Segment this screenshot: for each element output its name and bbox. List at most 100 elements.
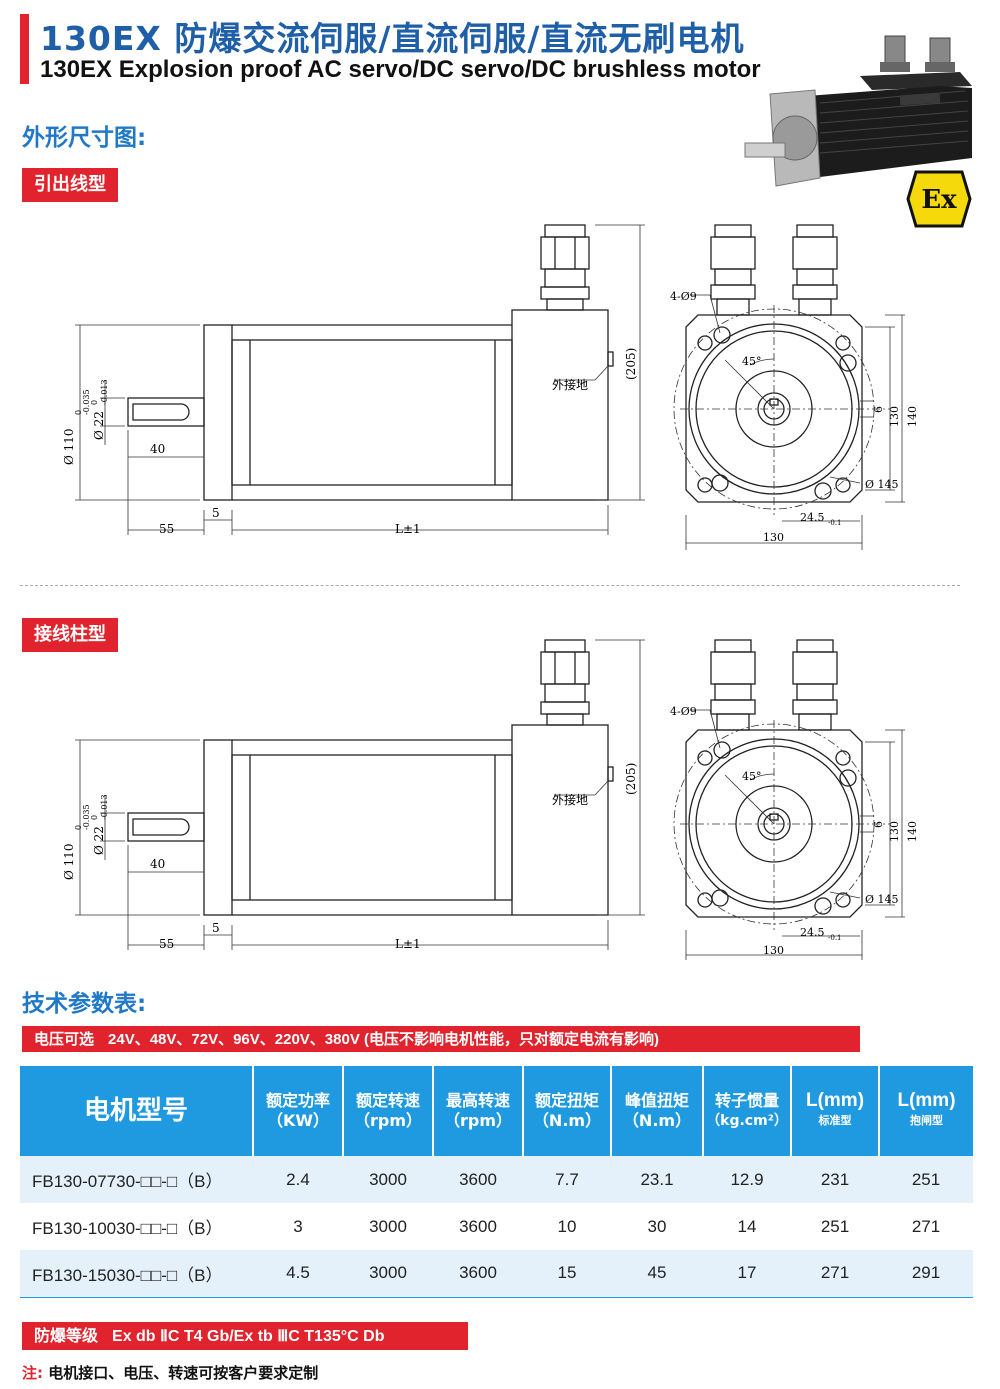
cell-peak-torque: 45 xyxy=(611,1250,703,1298)
dim-205: (205) xyxy=(624,763,638,795)
dim-shaft-110-tol-top: 0 xyxy=(74,410,83,415)
dim-130-horizontal: 130 xyxy=(763,531,784,544)
dim-shaft-110: Ø 110 xyxy=(62,843,76,880)
dim-L: L±1 xyxy=(395,522,421,536)
cell-rated-torque: 7.7 xyxy=(523,1156,611,1203)
cell-length-standard: 251 xyxy=(820,1216,850,1236)
side-view-drawing-2: Ø 110 0 -0.035 Ø 22 0 -0.013 40 55 5 L±1… xyxy=(62,639,645,951)
page-title-en: 130EX Explosion proof AC servo/DC servo/… xyxy=(40,56,761,83)
dim-shaft-22-tol-bot: -0.013 xyxy=(100,794,109,820)
dim-24-5: 24.5 xyxy=(800,511,825,524)
header-model: 电机型号 xyxy=(20,1066,254,1156)
table-row: FB130-07730-□□-□（B） 2.4 3000 3600 7.7 23… xyxy=(20,1156,973,1203)
dim-holes: 4-Ø9 xyxy=(670,290,697,303)
motor-product-image xyxy=(744,35,972,187)
cell-length-brake: 271 xyxy=(911,1216,941,1236)
dim-140: 140 xyxy=(906,821,919,842)
dim-145: Ø 145 xyxy=(865,478,899,491)
dim-205: (205) xyxy=(624,348,638,380)
spec-table: 电机型号 额定功率（KW） 额定转速（rpm） 最高转速（rpm） 额定扭矩（N… xyxy=(20,1066,973,1298)
cell-rated-torque: 10 xyxy=(557,1216,577,1236)
header-rated-power: 额定功率（KW） xyxy=(253,1066,344,1156)
dimensions-heading: 外形尺寸图: xyxy=(22,125,147,151)
dim-shaft-110-tol-bot: -0.035 xyxy=(82,389,91,415)
cell-rated-speed: 3000 xyxy=(343,1250,433,1298)
dim-40: 40 xyxy=(150,442,165,456)
header-max-speed: 最高转速（rpm） xyxy=(433,1066,524,1156)
dim-145: Ø 145 xyxy=(865,893,899,906)
cell-rated-torque: 15 xyxy=(523,1250,611,1298)
cell-max-speed: 3600 xyxy=(433,1156,523,1203)
tech-params-heading: 技术参数表: xyxy=(22,991,147,1017)
ex-badge-icon: Ex xyxy=(906,170,972,228)
cell-model: FB130-07730-□□-□（B） xyxy=(20,1156,253,1203)
dim-24-5: 24.5 xyxy=(800,926,825,939)
dim-24-5-tol: -0.1 xyxy=(828,934,842,942)
header-rotor-inertia: 转子惯量（kg.cm²） xyxy=(703,1066,792,1156)
dim-55: 55 xyxy=(159,522,174,536)
footnote: 注: 电机接口、电压、转速可按客户要求定制 xyxy=(22,1362,318,1383)
dim-shaft-22-tol-top: 0 xyxy=(90,815,99,820)
dim-6: 6 xyxy=(872,821,885,828)
cell-power: 4.5 xyxy=(253,1250,343,1298)
dim-130-vertical: 130 xyxy=(888,406,901,427)
cell-length-brake: 251 xyxy=(879,1156,973,1203)
dim-shaft-22: Ø 22 xyxy=(92,411,106,440)
cell-model: FB130-15030-□□-□（B） xyxy=(20,1250,253,1298)
footnote-prefix: 注: xyxy=(22,1364,43,1382)
cell-power: 2.4 xyxy=(253,1156,343,1203)
side-view-drawing-1: Ø 110 0 -0.035 Ø 22 0 -0.013 40 55 5 L±1… xyxy=(62,224,645,536)
voltage-label: 电压可选 xyxy=(34,1030,95,1048)
cell-power: 3 xyxy=(293,1216,303,1236)
cell-inertia: 17 xyxy=(703,1250,791,1298)
dim-6: 6 xyxy=(872,406,885,413)
dim-shaft-22-tol-bot: -0.013 xyxy=(100,379,109,405)
footnote-text: 电机接口、电压、转速可按客户要求定制 xyxy=(48,1364,319,1382)
dim-shaft-22-tol-top: 0 xyxy=(90,400,99,405)
front-view-drawing-1: 4-Ø9 45° 6 130 140 Ø 145 24.5 -0.1 130 xyxy=(670,224,919,550)
dim-130-vertical: 130 xyxy=(888,821,901,842)
cell-model: FB130-10030-□□-□（B） xyxy=(32,1219,223,1238)
cell-length-standard: 231 xyxy=(791,1156,879,1203)
explosion-grade-banner: 防爆等级 Ex db ⅡC T4 Gb/Ex tb ⅢC T135°C Db xyxy=(22,1322,468,1350)
header-length-brake: L(mm)抱闸型 xyxy=(879,1066,973,1156)
dim-angle: 45° xyxy=(742,355,762,368)
front-view-drawing-2: 4-Ø9 45° 6 130 140 Ø 145 24.5 -0.1 130 xyxy=(670,639,919,960)
cell-max-speed: 3600 xyxy=(459,1216,497,1236)
table-row: FB130-15030-□□-□（B） 4.5 3000 3600 15 45 … xyxy=(20,1250,973,1298)
dim-5: 5 xyxy=(212,921,220,935)
section-divider xyxy=(20,585,960,586)
title-accent-bar xyxy=(20,14,29,84)
cell-inertia: 14 xyxy=(737,1216,757,1236)
terminal-type-tag: 接线柱型 xyxy=(22,618,118,652)
cell-length-standard: 271 xyxy=(791,1250,879,1298)
voltage-value: 24V、48V、72V、96V、220V、380V (电压不影响电机性能，只对额… xyxy=(108,1031,659,1048)
dim-130-horizontal: 130 xyxy=(763,944,784,957)
dim-55: 55 xyxy=(159,937,174,951)
page-title-cn: 130EX 防爆交流伺服/直流伺服/直流无刷电机 xyxy=(40,19,745,58)
cell-peak-torque: 23.1 xyxy=(611,1156,703,1203)
explosion-grade-value: Ex db ⅡC T4 Gb/Ex tb ⅢC T135°C Db xyxy=(112,1328,385,1345)
dim-shaft-110: Ø 110 xyxy=(62,428,76,465)
dim-angle: 45° xyxy=(742,770,762,783)
cell-peak-torque: 30 xyxy=(647,1216,667,1236)
table-row: FB130-10030-□□-□（B） 3 3000 3600 10 30 14… xyxy=(20,1203,973,1250)
dim-24-5-tol: -0.1 xyxy=(828,519,842,527)
explosion-grade-label: 防爆等级 xyxy=(34,1326,99,1345)
dim-5: 5 xyxy=(212,506,220,520)
header-rated-speed: 额定转速（rpm） xyxy=(343,1066,434,1156)
cell-max-speed: 3600 xyxy=(433,1250,523,1298)
dim-shaft-22: Ø 22 xyxy=(92,826,106,855)
dim-140: 140 xyxy=(906,406,919,427)
header-peak-torque: 峰值扭矩（N.m） xyxy=(611,1066,704,1156)
cell-rated-speed: 3000 xyxy=(343,1156,433,1203)
cell-rated-speed: 3000 xyxy=(369,1216,407,1236)
header-length-standard: L(mm)标准型 xyxy=(791,1066,880,1156)
dim-shaft-110-tol-bot: -0.035 xyxy=(82,804,91,830)
dim-holes: 4-Ø9 xyxy=(670,705,697,718)
voltage-banner: 电压可选 24V、48V、72V、96V、220V、380V (电压不影响电机性能… xyxy=(22,1026,860,1052)
dim-40: 40 xyxy=(150,857,165,871)
cell-length-brake: 291 xyxy=(879,1250,973,1298)
ground-label: 外接地 xyxy=(552,377,588,392)
ex-badge-text: Ex xyxy=(921,185,957,215)
